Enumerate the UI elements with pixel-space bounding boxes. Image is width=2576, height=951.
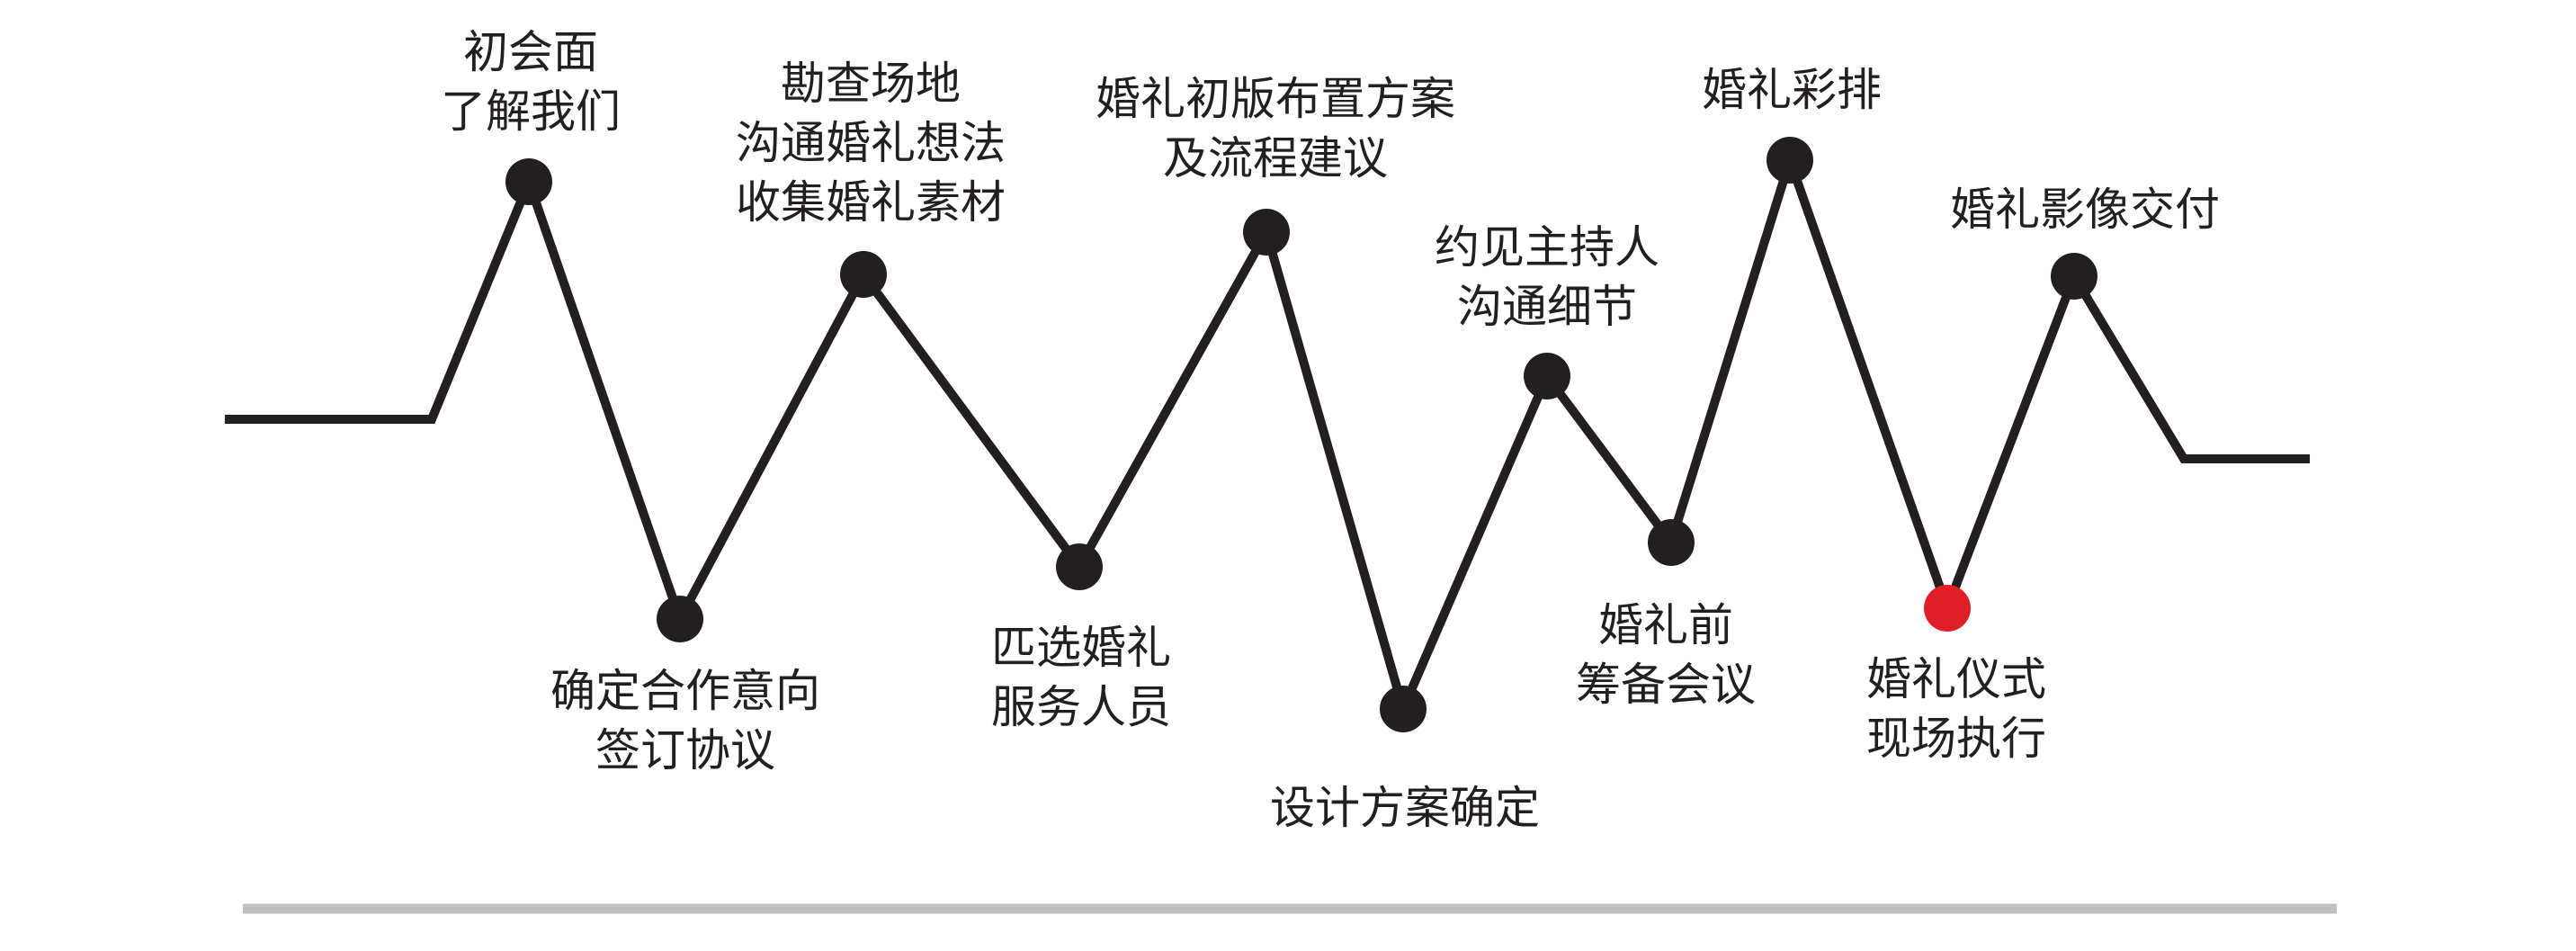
step-node xyxy=(1056,543,1103,590)
step-label-line: 婚礼彩排 xyxy=(1702,64,1882,116)
step-label-line: 确定合作意向 xyxy=(550,665,820,717)
step-label-line: 收集婚礼素材 xyxy=(736,176,1006,229)
step-label-line: 初会面 xyxy=(463,26,598,78)
step-label: 婚礼影像交付 xyxy=(1950,184,2220,236)
step-label-line: 设计方案确定 xyxy=(1270,782,1540,834)
step-label-line: 勘查场地 xyxy=(781,58,961,110)
step-label: 婚礼初版布置方案及流程建议 xyxy=(1096,73,1455,184)
step-node xyxy=(1767,137,1813,184)
step-label-line: 约见主持人 xyxy=(1435,221,1659,274)
step-label: 勘查场地沟通婚礼想法收集婚礼素材 xyxy=(736,58,1006,229)
step-node xyxy=(1524,353,1570,399)
step-node xyxy=(1380,686,1427,732)
step-label-line: 婚礼影像交付 xyxy=(1950,184,2220,236)
step-label-line: 沟通婚礼想法 xyxy=(736,117,1006,169)
step-label-line: 签订协议 xyxy=(595,724,775,776)
step-label: 确定合作意向签订协议 xyxy=(550,665,820,776)
step-node xyxy=(1243,209,1290,256)
step-node xyxy=(840,251,887,298)
step-label: 婚礼前筹备会议 xyxy=(1576,599,1756,711)
step-label: 婚礼仪式现场执行 xyxy=(1866,653,2046,765)
step-label-line: 沟通细节 xyxy=(1457,281,1637,333)
step-label-line: 现场执行 xyxy=(1866,713,2046,765)
step-label: 初会面了解我们 xyxy=(441,26,621,138)
step-label: 约见主持人沟通细节 xyxy=(1435,221,1659,333)
step-label-line: 了解我们 xyxy=(441,85,621,138)
step-nodes xyxy=(505,137,2097,732)
step-label: 设计方案确定 xyxy=(1270,782,1540,834)
step-label-line: 婚礼前 xyxy=(1598,599,1733,651)
step-label-line: 匹选婚礼 xyxy=(991,622,1171,674)
step-label-line: 筹备会议 xyxy=(1576,659,1756,711)
step-label-line: 服务人员 xyxy=(991,681,1171,733)
step-node xyxy=(2051,253,2097,300)
step-node-highlight xyxy=(1924,585,1971,632)
step-label: 婚礼彩排 xyxy=(1702,64,1882,116)
step-node xyxy=(657,596,703,642)
step-node xyxy=(505,158,552,205)
step-label-line: 及流程建议 xyxy=(1163,132,1388,184)
step-label-line: 婚礼仪式 xyxy=(1866,653,2046,705)
step-label: 匹选婚礼服务人员 xyxy=(991,622,1171,733)
step-label-line: 婚礼初版布置方案 xyxy=(1096,73,1455,125)
step-node xyxy=(1648,519,1695,566)
